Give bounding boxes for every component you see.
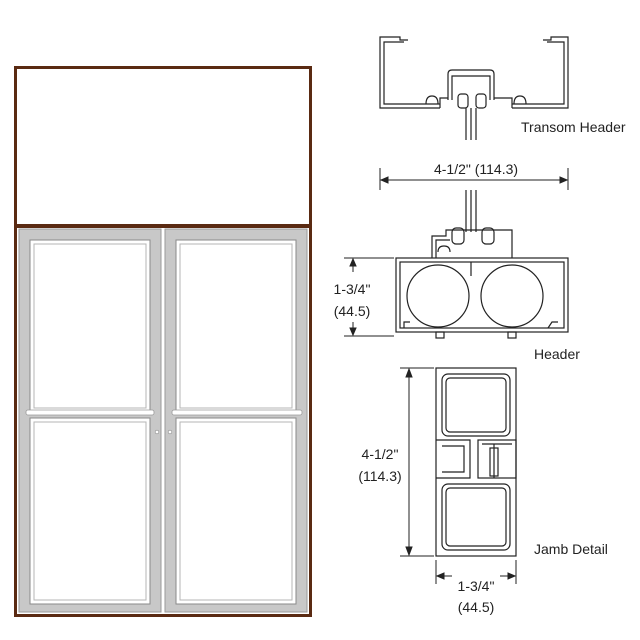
- left-door-lower-lite-inner: [33, 421, 147, 601]
- header-section: [395, 190, 569, 339]
- left-lock-cylinder: [154, 429, 160, 435]
- right-lock-cylinder: [167, 429, 173, 435]
- jamb-width-inches-label: 1-3/4": [458, 578, 495, 594]
- header-depth-inches-label: 1-3/4": [334, 281, 371, 297]
- storefront-elevation: [14, 66, 312, 617]
- left-door: [18, 228, 162, 613]
- transom-width-dimension-label: 4-1/2" (114.3): [434, 161, 518, 177]
- jamb-height-inches-label: 4-1/2": [362, 446, 399, 462]
- jamb-height-dimension: [400, 367, 434, 557]
- transom-header-label: Transom Header: [521, 119, 626, 135]
- jamb-section: [435, 367, 517, 557]
- right-door-lower-lite-inner: [179, 421, 293, 601]
- jamb-width-dimension: [435, 560, 517, 584]
- transom-bar: [17, 224, 309, 228]
- right-door-upper-lite-inner: [179, 243, 293, 409]
- transom-dimension: [379, 168, 569, 190]
- header-dimension: [344, 257, 394, 337]
- right-push-bar: [171, 409, 303, 416]
- jamb-width-mm-label: (44.5): [458, 599, 495, 615]
- left-push-bar: [25, 409, 155, 416]
- transom-header-section: [379, 36, 569, 140]
- transom-glass: [17, 69, 309, 224]
- header-depth-mm-label: (44.5): [334, 303, 371, 319]
- left-door-upper-lite-inner: [33, 243, 147, 409]
- header-label: Header: [534, 346, 580, 362]
- jamb-height-mm-label: (114.3): [358, 468, 401, 484]
- right-door: [164, 228, 308, 613]
- jamb-detail-label: Jamb Detail: [534, 541, 608, 557]
